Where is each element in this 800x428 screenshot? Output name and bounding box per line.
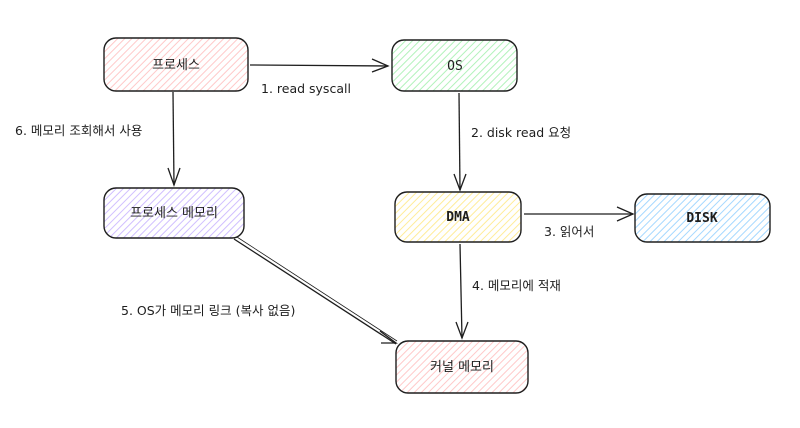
edge-memory-link: 5. OS가 메모리 링크 (복사 없음) xyxy=(121,236,398,345)
edge-load-to-memory: 4. 메모리에 적재 xyxy=(455,243,561,340)
arrow-line-double xyxy=(236,236,398,342)
arrow-line xyxy=(172,91,175,186)
node-label-process: 프로세스 xyxy=(152,58,200,73)
node-label-disk: DISK xyxy=(686,211,717,226)
arrow-line xyxy=(249,64,389,67)
edge-label-step2: 2. disk read 요청 xyxy=(471,125,571,140)
arrow-line xyxy=(233,238,397,345)
node-label-os: OS xyxy=(447,59,463,74)
arrowhead-icon xyxy=(453,173,467,192)
arrowhead-icon xyxy=(371,58,390,73)
node-label-dma: DMA xyxy=(446,210,470,225)
edge-label-step4: 4. 메모리에 적재 xyxy=(472,278,561,293)
arrowhead-icon xyxy=(167,167,181,187)
node-kernel-memory[interactable]: 커널 메모리 xyxy=(395,340,529,394)
node-label-kernel-memory: 커널 메모리 xyxy=(430,360,494,375)
edge-disk-read-request: 2. disk read 요청 xyxy=(453,92,571,192)
node-process[interactable]: 프로세스 xyxy=(103,37,249,92)
edge-use-memory: 6. 메모리 조회해서 사용 xyxy=(15,91,181,187)
node-os[interactable]: OS xyxy=(391,39,518,92)
edge-label-step6: 6. 메모리 조회해서 사용 xyxy=(15,123,142,138)
edge-label-step1: 1. read syscall xyxy=(261,81,351,96)
edge-read-syscall: 1. read syscall xyxy=(249,58,390,96)
node-disk[interactable]: DISK xyxy=(634,193,771,243)
edge-read: 3. 읽어서 xyxy=(524,206,635,239)
arrowhead-icon xyxy=(455,321,469,340)
arrow-line xyxy=(459,243,463,339)
arrow-line xyxy=(458,92,461,191)
edge-label-step3: 3. 읽어서 xyxy=(544,224,594,239)
arrowhead-icon xyxy=(616,206,635,222)
edge-label-step5: 5. OS가 메모리 링크 (복사 없음) xyxy=(121,303,295,318)
node-process-memory[interactable]: 프로세스 메모리 xyxy=(103,187,245,239)
node-dma[interactable]: DMA xyxy=(394,191,522,243)
arrowhead-icon xyxy=(379,330,398,344)
node-label-process-memory: 프로세스 메모리 xyxy=(130,206,218,221)
